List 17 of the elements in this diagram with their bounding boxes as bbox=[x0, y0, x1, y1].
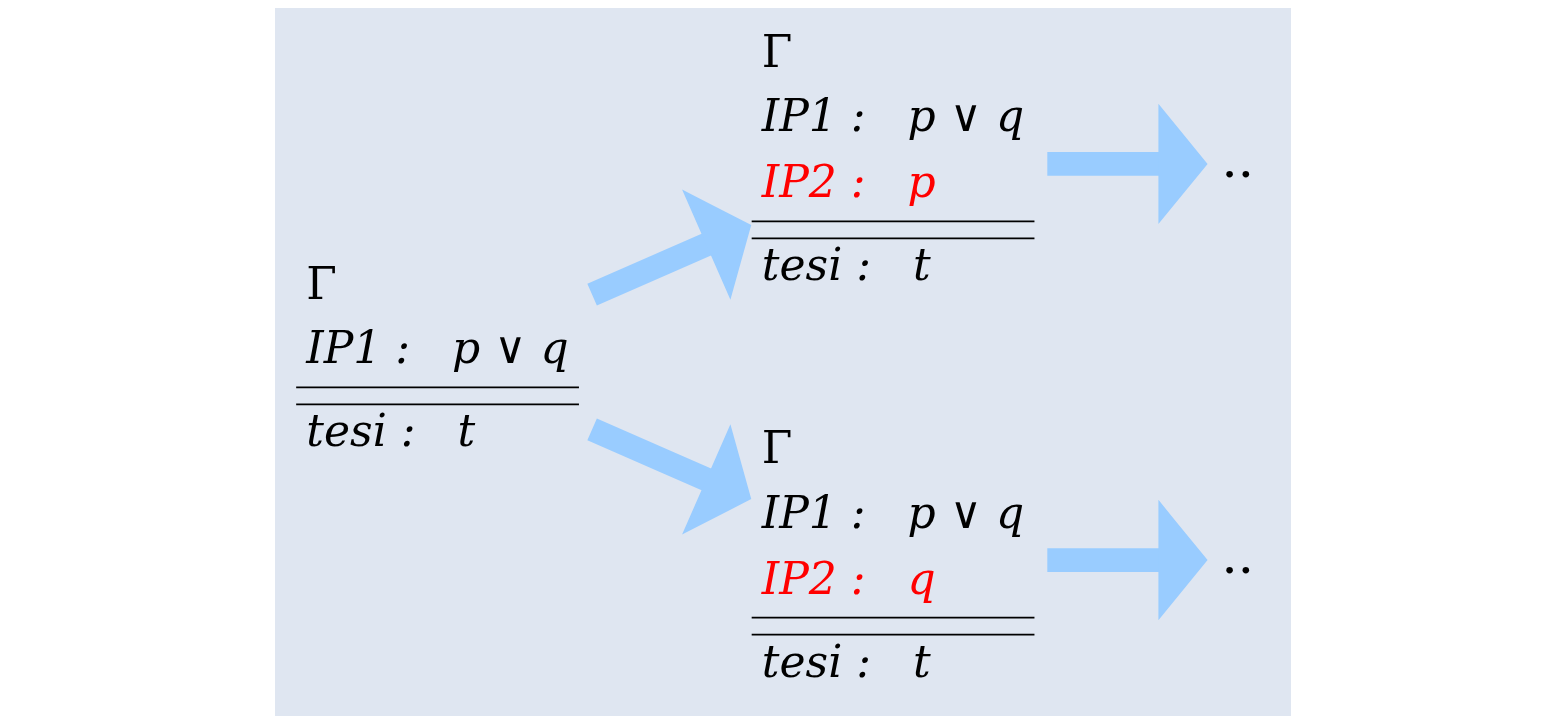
arrow bbox=[587, 418, 752, 535]
node-label: tesi : t bbox=[306, 405, 476, 457]
arrow bbox=[1047, 103, 1208, 225]
node-label: IP1 : p ∨ q bbox=[761, 486, 1025, 538]
node-label: IP2 : q bbox=[761, 552, 936, 604]
node-label: IP1 : p ∨ q bbox=[306, 322, 569, 374]
arrow bbox=[1047, 499, 1208, 621]
node-label: tesi : t bbox=[761, 635, 931, 687]
node-text: .. bbox=[1221, 525, 1254, 585]
node-label: tesi : t bbox=[761, 239, 931, 291]
node-label: IP2 : p bbox=[761, 156, 936, 208]
node-label: IP1 : p ∨ q bbox=[761, 90, 1025, 142]
node-label: Γ bbox=[761, 26, 793, 78]
arrow bbox=[587, 189, 752, 306]
node-text: .. bbox=[1221, 129, 1254, 189]
node-label: Γ bbox=[761, 422, 793, 474]
node-label: Γ bbox=[306, 258, 337, 310]
